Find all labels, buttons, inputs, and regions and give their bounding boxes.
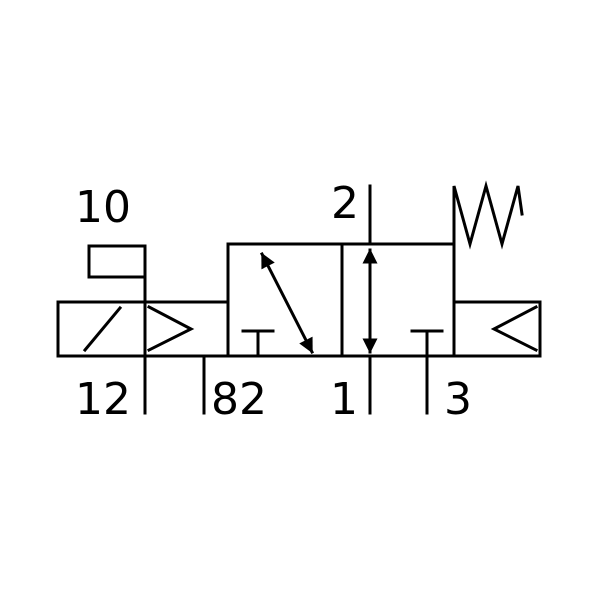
manual-override-icon [87, 244, 147, 279]
valve-position-straight [340, 242, 456, 358]
flow-arrow-diagonal [259, 251, 315, 355]
port-label-3: 3 [444, 374, 472, 425]
return-pilot-triangle-icon [490, 304, 539, 353]
solenoid-coil-icon [82, 305, 123, 353]
port-label-2: 2 [331, 178, 359, 229]
return-pilot-box [452, 300, 542, 358]
port-label-1: 1 [330, 374, 358, 425]
port-label-82: 82 [211, 374, 267, 425]
spring-icon [452, 180, 524, 250]
pilot-triangle-icon [146, 304, 195, 353]
port-label-12: 12 [75, 374, 131, 425]
port-label-10: 10 [75, 182, 131, 233]
